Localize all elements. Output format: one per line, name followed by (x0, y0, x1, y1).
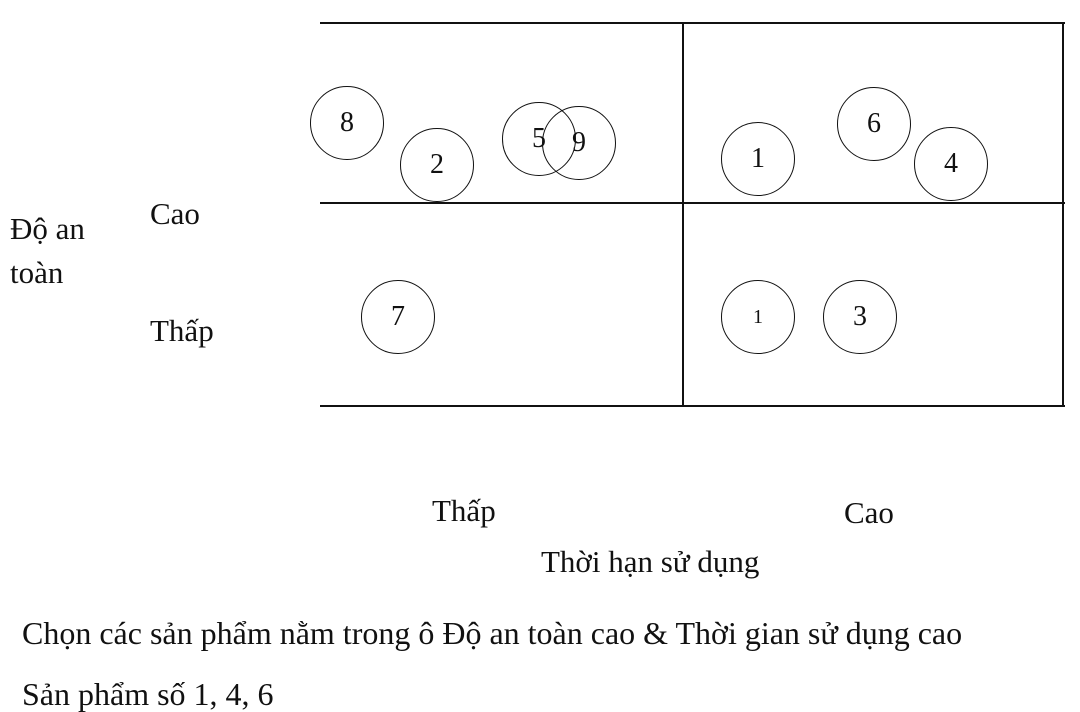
y-axis-title: Độ an toàn (10, 207, 85, 295)
grid-center-line (682, 22, 684, 407)
product-number: 4 (944, 148, 958, 179)
x-level-low: Thấp (432, 493, 496, 528)
product-circle: 4 (914, 127, 988, 201)
product-circle: 6 (837, 87, 911, 161)
product-number: 7 (391, 301, 405, 332)
grid-right-line (1062, 22, 1064, 407)
product-circle: 7 (361, 280, 435, 354)
x-level-high: Cao (844, 495, 894, 530)
product-number: 1 (751, 143, 765, 174)
product-number: 2 (430, 149, 444, 180)
y-axis-title-line1: Độ an (10, 211, 85, 246)
grid-top-line (320, 22, 1065, 24)
product-circle: 2 (400, 128, 474, 202)
product-number: 6 (867, 108, 881, 139)
product-number: 5 (532, 123, 546, 154)
y-level-low: Thấp (150, 313, 214, 348)
product-circle: 1 (721, 280, 795, 354)
product-number: 3 (853, 301, 867, 332)
product-number: 8 (340, 107, 354, 138)
y-axis-title-line2: toàn (10, 255, 64, 290)
conclusion-text: Chọn các sản phẩm nằm trong ô Độ an toàn… (22, 615, 963, 651)
product-circle: 5 (502, 102, 576, 176)
grid-bottom-line (320, 405, 1065, 407)
x-axis-title: Thời hạn sử dụng (541, 544, 760, 579)
result-text: Sản phẩm số 1, 4, 6 (22, 676, 274, 712)
product-circle: 8 (310, 86, 384, 160)
y-level-high: Cao (150, 196, 200, 231)
product-circle: 3 (823, 280, 897, 354)
product-number: 1 (753, 306, 763, 328)
product-circle: 1 (721, 122, 795, 196)
grid-middle-line (320, 202, 1065, 204)
